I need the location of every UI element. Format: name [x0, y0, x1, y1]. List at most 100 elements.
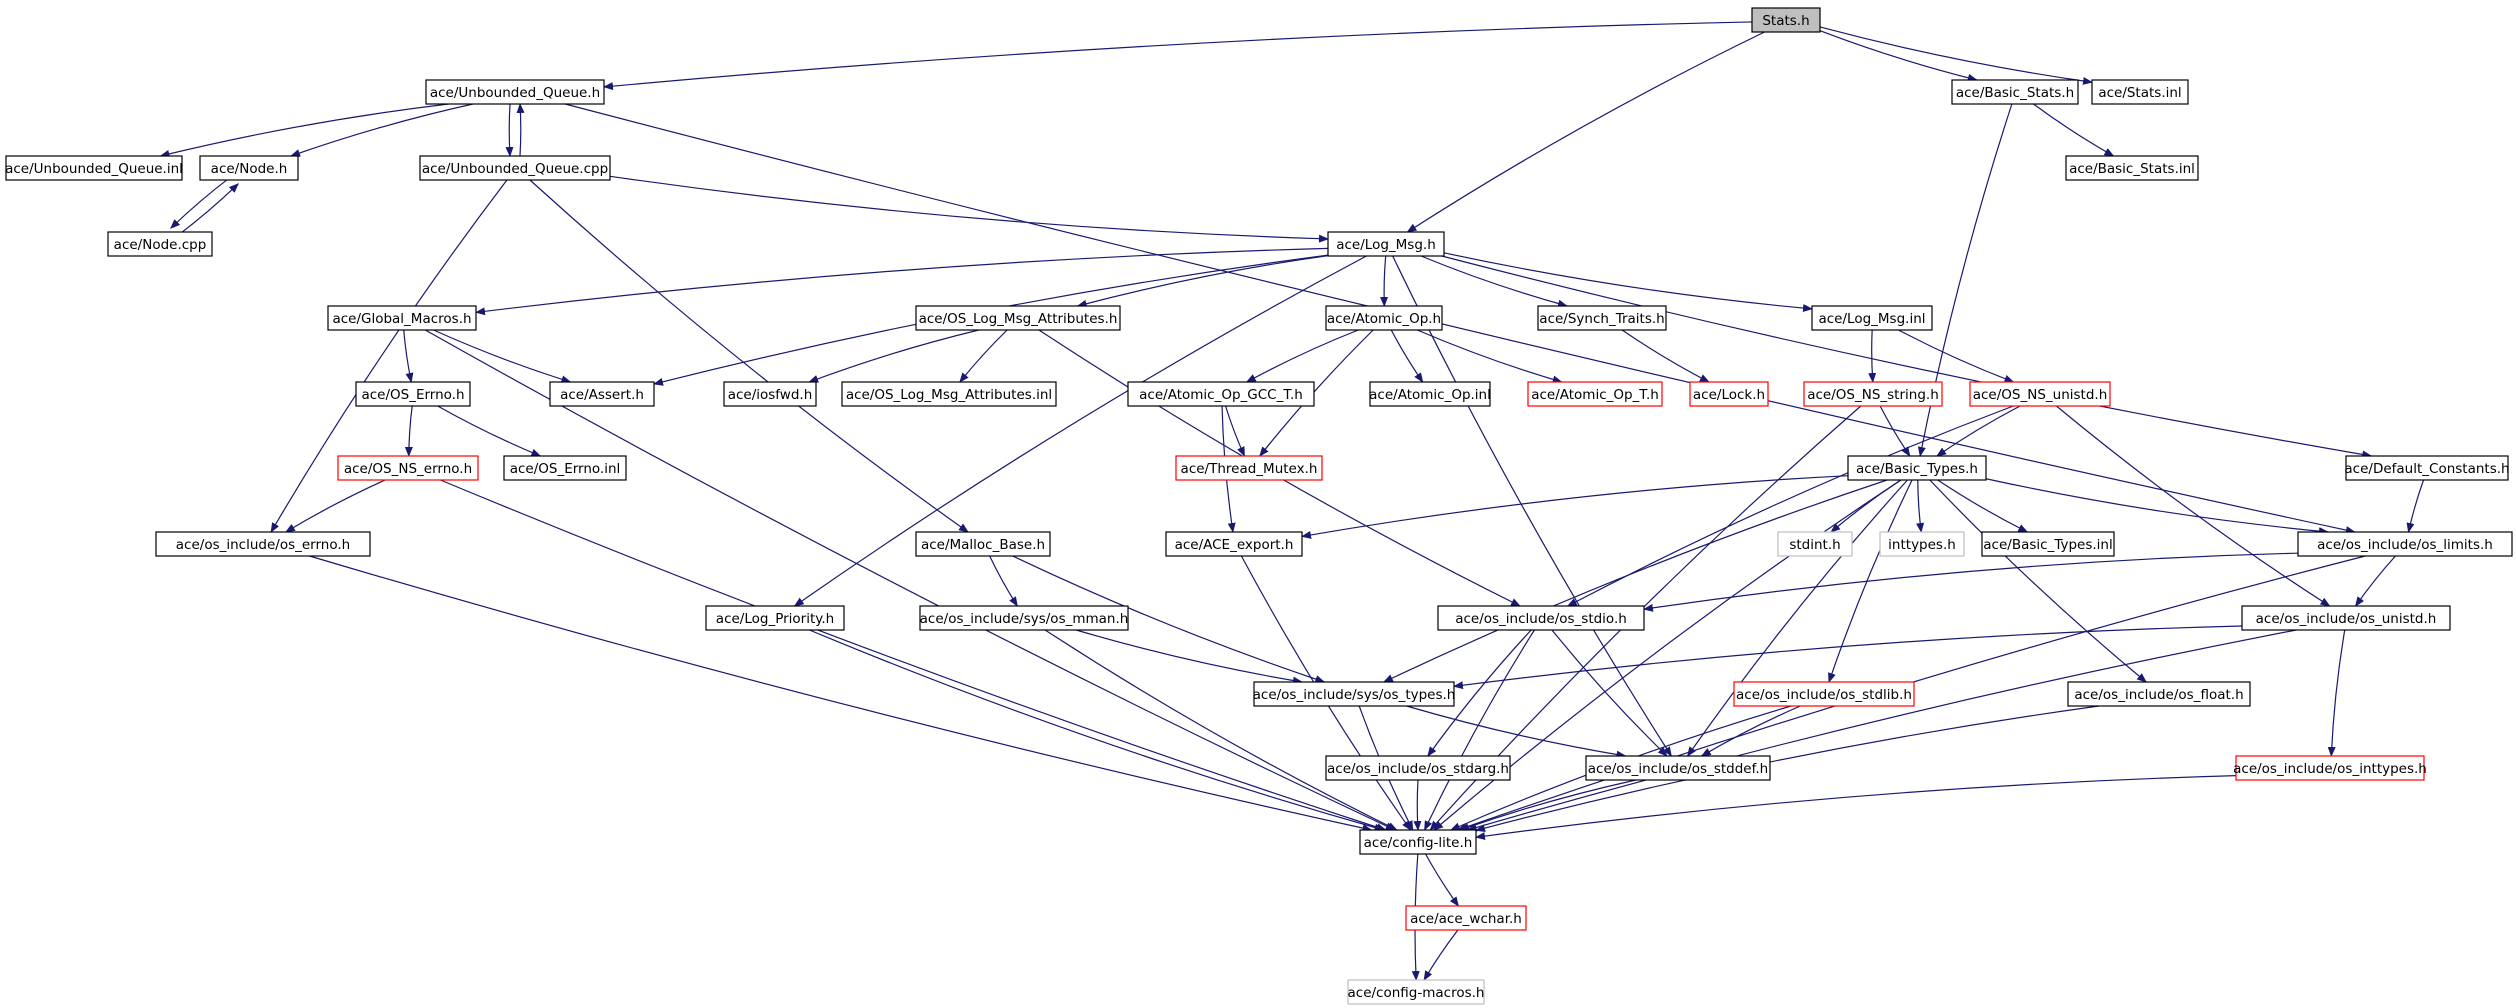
edge-os_errno_h-to-os_ns_errno_h [404, 405, 413, 457]
node-config-macros-h[interactable]: ace/config-macros.h [1347, 979, 1485, 1005]
node-os-ns-errno-h[interactable]: ace/OS_NS_errno.h [337, 455, 479, 481]
edge-ace_wchar_h-to-config_macros_h [1423, 929, 1459, 981]
edge-log_priority_h-to-config_lite_h [809, 629, 1385, 832]
node-node-h[interactable]: ace/Node.h [199, 155, 299, 181]
edge-os_include_os_limits_h-to-os_include_os_stdio_h [1643, 552, 2299, 612]
node-assert-h[interactable]: ace/Assert.h [549, 381, 655, 407]
edge-log_msg_h-to-default_constants_h [1441, 255, 2373, 459]
edge-os_include_sys_os_types_h-to-os_include_os_stddef_h [1406, 705, 1627, 759]
edge-unbounded_queue_cpp-to-unbounded_queue_h [516, 103, 525, 157]
node-thread-mutex-h[interactable]: ace/Thread_Mutex.h [1175, 455, 1323, 481]
node-os-include-os-float-h[interactable]: ace/os_include/os_float.h [2067, 681, 2251, 707]
edge-os_ns_unistd_h-to-os_include_os_stdio_h [1566, 405, 2014, 607]
node-box [2297, 531, 2513, 557]
edge-log_msg_inl-to-os_ns_unistd_h [1898, 329, 2015, 383]
edge-os_include_os_stdio_h-to-config_lite_h [1424, 629, 1535, 831]
node-basic-stats-inl[interactable]: ace/Basic_Stats.inl [2065, 155, 2199, 181]
edge-os_ns_unistd_h-to-basic_types_h [1936, 405, 2021, 457]
node-label: ace/Unbounded_Queue.h [430, 85, 600, 101]
node-box [1359, 829, 1477, 855]
node-ace-export-h[interactable]: ace/ACE_export.h [1165, 531, 1303, 557]
node-os-log-msg-attributes-h[interactable]: ace/OS_Log_Msg_Attributes.h [915, 305, 1121, 331]
node-log-msg-inl[interactable]: ace/Log_Msg.inl [1811, 305, 1933, 331]
node-label: ace/OS_NS_unistd.h [1973, 387, 2108, 403]
node-ace-wchar-h[interactable]: ace/ace_wchar.h [1405, 905, 1527, 931]
node-config-lite-h[interactable]: ace/config-lite.h [1359, 829, 1477, 855]
node-atomic-op-t-h[interactable]: ace/Atomic_Op_T.h [1527, 381, 1663, 407]
node-inttypes-h[interactable]: inttypes.h [1879, 531, 1965, 557]
node-unbounded-queue-h[interactable]: ace/Unbounded_Queue.h [425, 79, 605, 105]
node-os-ns-string-h[interactable]: ace/OS_NS_string.h [1803, 381, 1943, 407]
node-os-include-sys-os-mman-h[interactable]: ace/os_include/sys/os_mman.h [919, 605, 1129, 631]
node-label: ace/Atomic_Op.h [1327, 311, 1441, 327]
node-box [1325, 305, 1443, 331]
node-os-include-os-stdarg-h[interactable]: ace/os_include/os_stdarg.h [1325, 755, 1511, 781]
node-basic-stats-h[interactable]: ace/Basic_Stats.h [1951, 79, 2079, 105]
node-label: ace/os_include/os_float.h [2074, 687, 2243, 703]
node-label: ace/os_include/os_errno.h [176, 537, 350, 553]
node-stdint-h[interactable]: stdint.h [1777, 531, 1853, 557]
node-atomic-op-h[interactable]: ace/Atomic_Op.h [1325, 305, 1443, 331]
node-log-priority-h[interactable]: ace/Log_Priority.h [705, 605, 845, 631]
node-label: ace/os_include/os_inttypes.h [2233, 761, 2427, 777]
node-box [2091, 79, 2189, 105]
edge-global_macros_h-to-os_errno_h [403, 329, 414, 383]
node-os-include-sys-os-types-h[interactable]: ace/os_include/sys/os_types.h [1253, 681, 1456, 707]
node-label: ace/Log_Msg.inl [1818, 311, 1925, 327]
node-log-msg-h[interactable]: ace/Log_Msg.h [1327, 231, 1445, 257]
edge-unbounded_queue_h-to-os_include_os_limits_h [565, 103, 2356, 535]
edge-os_include_os_stdlib_h-to-os_include_os_stddef_h [1700, 705, 1801, 757]
edge-basic_types_h-to-os_include_os_float_h [1929, 479, 2147, 683]
node-atomic-op-gcc-t-h[interactable]: ace/Atomic_Op_GCC_T.h [1127, 381, 1315, 407]
node-os-errno-inl[interactable]: ace/OS_Errno.inl [503, 455, 627, 481]
node-os-include-os-inttypes-h[interactable]: ace/os_include/os_inttypes.h [2233, 755, 2427, 781]
node-malloc-base-h[interactable]: ace/Malloc_Base.h [915, 531, 1051, 557]
node-unbounded-queue-inl[interactable]: ace/Unbounded_Queue.inl [5, 155, 183, 181]
node-box [1981, 531, 2115, 557]
node-os-include-os-limits-h[interactable]: ace/os_include/os_limits.h [2297, 531, 2513, 557]
edge-unbounded_queue_h-to-node_h [290, 103, 474, 157]
node-default-constants-h[interactable]: ace/Default_Constants.h [2344, 455, 2510, 481]
node-os-include-os-stddef-h[interactable]: ace/os_include/os_stddef.h [1585, 755, 1771, 781]
node-label: ace/os_include/os_unistd.h [2256, 611, 2437, 627]
node-node-cpp[interactable]: ace/Node.cpp [107, 231, 213, 257]
node-basic-types-inl[interactable]: ace/Basic_Types.inl [1981, 531, 2115, 557]
node-global-macros-h[interactable]: ace/Global_Macros.h [327, 305, 477, 331]
node-box [199, 155, 299, 181]
edge-unbounded_queue_h-to-unbounded_queue_inl [159, 103, 449, 158]
node-box [2345, 455, 2509, 481]
node-stats-inl[interactable]: ace/Stats.inl [2091, 79, 2189, 105]
node-iosfwd-h[interactable]: ace/iosfwd.h [723, 381, 817, 407]
edge-basic_types_h-to-inttypes_h [1916, 479, 1925, 533]
node-os-ns-unistd-h[interactable]: ace/OS_NS_unistd.h [1969, 381, 2111, 407]
node-box [1777, 531, 1853, 557]
node-os-include-os-unistd-h[interactable]: ace/os_include/os_unistd.h [2241, 605, 2451, 631]
edge-unbounded_queue_cpp-to-log_msg_h [609, 175, 1329, 243]
node-synch-traits-h[interactable]: ace/Synch_Traits.h [1537, 305, 1667, 331]
node-stats-h[interactable]: Stats.h [1751, 7, 1821, 33]
node-label: ace/Basic_Stats.inl [2069, 161, 2195, 177]
node-label: ace/Synch_Traits.h [1539, 311, 1664, 327]
node-box [1127, 381, 1315, 407]
node-os-include-os-stdlib-h[interactable]: ace/os_include/os_stdlib.h [1733, 681, 1915, 707]
node-basic-types-h[interactable]: ace/Basic_Types.h [1847, 455, 1987, 481]
edge-os_include_os_stdarg_h-to-config_lite_h [1413, 779, 1422, 831]
node-box [549, 381, 655, 407]
node-os-include-os-stdio-h[interactable]: ace/os_include/os_stdio.h [1437, 605, 1645, 631]
edge-os_include_os_stddef_h-to-config_lite_h [1459, 779, 1636, 831]
node-label: ace/os_include/sys/os_types.h [1253, 687, 1456, 703]
edge-os_ns_string_h-to-basic_types_h [1879, 405, 1911, 457]
node-unbounded-queue-cpp[interactable]: ace/Unbounded_Queue.cpp [419, 155, 611, 181]
node-lock-h[interactable]: ace/Lock.h [1689, 381, 1769, 407]
node-label: ace/os_include/os_limits.h [2317, 537, 2493, 553]
node-os-include-os-errno-h[interactable]: ace/os_include/os_errno.h [155, 531, 371, 557]
node-box [337, 455, 479, 481]
node-atomic-op-inl[interactable]: ace/Atomic_Op.inl [1369, 381, 1491, 407]
node-os-errno-h[interactable]: ace/OS_Errno.h [355, 381, 471, 407]
edge-node_cpp-to-node_h [176, 183, 239, 237]
edge-log_msg_h-to-atomic_op_h [1380, 255, 1389, 307]
node-os-log-msg-attributes-inl[interactable]: ace/OS_Log_Msg_Attributes.inl [841, 381, 1057, 407]
edge-node_h-to-node_cpp [170, 175, 233, 229]
edge-atomic_op_gcc_t_h-to-thread_mutex_h [1224, 405, 1246, 457]
node-label: ace/Atomic_Op_T.h [1531, 387, 1659, 403]
